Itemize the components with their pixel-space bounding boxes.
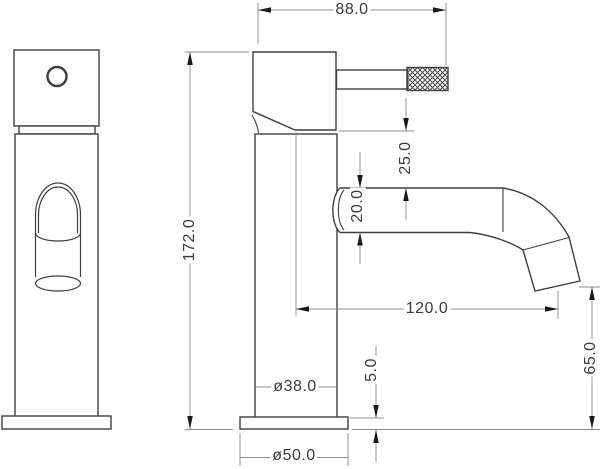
dim-spout-reach-label: 120.0 (403, 300, 451, 317)
side-view (239, 51, 581, 430)
dim-handle-clearance-label: 25.0 (397, 139, 414, 177)
dim-base-thickness-label: 5.0 (363, 356, 380, 384)
front-handle-head (13, 49, 100, 127)
front-base-plate (1, 415, 112, 430)
side-handle-knurl-grip (406, 66, 449, 92)
side-spout-details (337, 188, 570, 251)
front-view (1, 49, 112, 430)
dim-total-height-label: 172.0 (181, 216, 198, 264)
side-head-joint-arc (251, 114, 260, 134)
side-handle-shaft (335, 69, 409, 90)
dim-outlet-height-label: 65.0 (582, 339, 599, 377)
dim-top-width-label: 88.0 (333, 0, 371, 18)
side-spout (332, 187, 581, 292)
front-collar (18, 125, 96, 135)
dimension-arrows (187, 7, 595, 443)
extension-lines (185, 3, 600, 466)
dim-base-diameter-label: ø50.0 (270, 447, 318, 464)
front-body (14, 133, 99, 418)
front-spout (34, 182, 82, 292)
dim-body-diameter-label: ø38.0 (271, 378, 319, 395)
aerator-joint-line (522, 236, 570, 251)
front-handle-dot (46, 65, 68, 88)
side-base-plate (239, 416, 349, 430)
side-handle-head (252, 51, 337, 131)
dim-spout-tube-label: 20.0 (349, 187, 366, 225)
